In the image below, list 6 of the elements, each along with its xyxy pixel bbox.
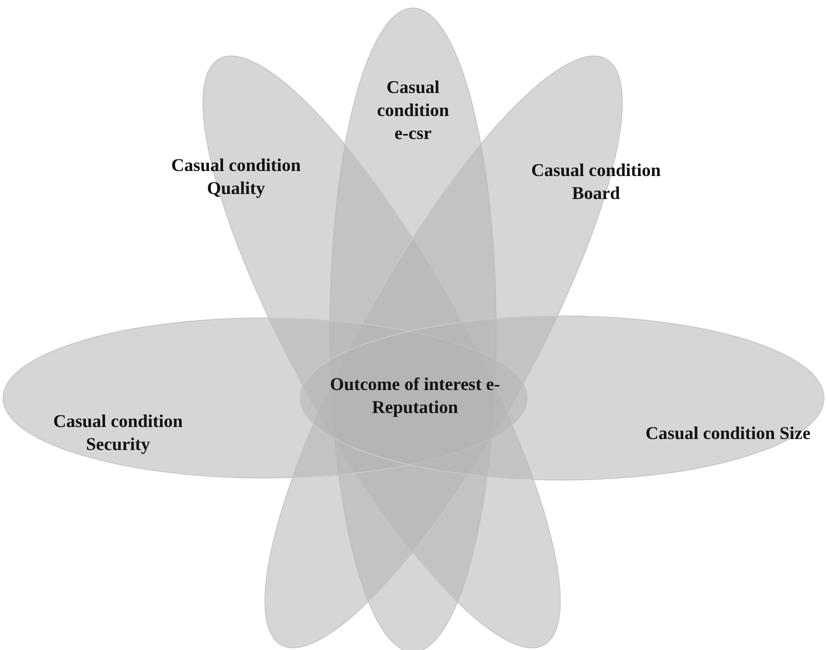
- condition-label: Casual condition e-csr: [376, 76, 450, 144]
- condition-label: Casual condition Size: [644, 422, 812, 444]
- outcome-label: Outcome of interest e-Reputation: [328, 373, 502, 419]
- condition-label: Casual condition Security: [52, 410, 184, 456]
- condition-label: Casual condition Quality: [170, 154, 302, 200]
- condition-label: Casual condition Board: [530, 158, 662, 205]
